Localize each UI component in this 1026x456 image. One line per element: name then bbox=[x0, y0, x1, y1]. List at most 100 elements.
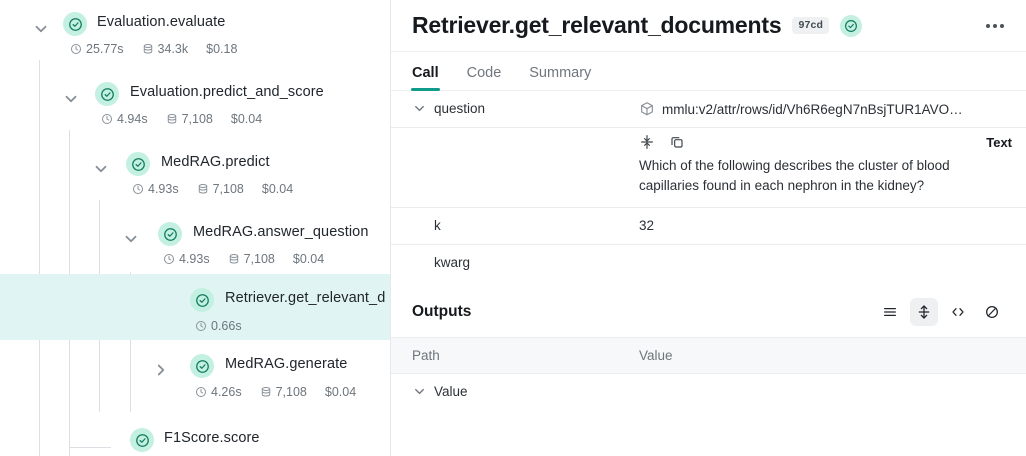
tree-item-medrag-predict[interactable]: MedRAG.predict 4.93s 7,108 bbox=[0, 140, 391, 206]
column-header-value: Value bbox=[639, 348, 673, 364]
tree-item-meta: 4.93s 7,108 $0.04 bbox=[132, 182, 293, 196]
outputs-header: Outputs bbox=[391, 281, 1026, 337]
value-format-label[interactable]: Text bbox=[986, 134, 1012, 150]
tree-item-label: Retriever.get_relevant_d bbox=[225, 290, 386, 306]
cost-meta: $0.18 bbox=[206, 42, 237, 56]
input-key-label: question bbox=[434, 101, 486, 116]
tab-summary[interactable]: Summary bbox=[529, 65, 592, 81]
panel-divider bbox=[390, 0, 391, 456]
code-view-icon[interactable] bbox=[944, 298, 972, 326]
tokens-meta: 7,108 bbox=[260, 385, 307, 399]
input-value-text: 32 bbox=[639, 218, 655, 234]
table-row[interactable]: k 32 bbox=[391, 208, 1026, 246]
ref-value[interactable]: mmlu:v2/attr/rows/id/Vh6R6egN7nBsjTUR1AV… bbox=[662, 101, 963, 117]
detail-header: Retriever.get_relevant_documents 97cd bbox=[391, 0, 1026, 52]
input-key-k: k bbox=[391, 208, 639, 243]
tree-guide-elbow bbox=[69, 447, 111, 448]
status-badge[interactable]: 97cd bbox=[792, 17, 830, 34]
status-success-icon bbox=[130, 428, 154, 452]
value-toolbar: Text bbox=[639, 128, 1026, 156]
duration-value: 25.77s bbox=[86, 42, 124, 56]
call-tree-panel: Evaluation.evaluate 25.77s 34.3k bbox=[0, 0, 391, 456]
table-row[interactable]: kwarg bbox=[391, 245, 1026, 281]
tree-guide-line bbox=[130, 272, 131, 412]
duration-value: 4.26s bbox=[211, 385, 242, 399]
duration-meta: 4.26s bbox=[195, 385, 242, 399]
duration-value: 4.93s bbox=[179, 252, 210, 266]
duration-value: 4.93s bbox=[148, 182, 179, 196]
tree-item-meta: 4.94s 7,108 $0.04 bbox=[101, 112, 262, 126]
table-row[interactable]: Value bbox=[391, 374, 1026, 408]
input-value-kwarg bbox=[639, 245, 1026, 265]
outputs-cell-path: Value bbox=[391, 384, 639, 399]
tree-item-medrag-generate[interactable]: MedRAG.generate 4.26s 7,108 bbox=[0, 351, 391, 417]
tab-call[interactable]: Call bbox=[411, 65, 440, 91]
tree-item-meta: 4.93s 7,108 $0.04 bbox=[163, 252, 324, 266]
status-success-icon bbox=[126, 152, 150, 176]
table-row-expanded-value: Text Which of the following describes th… bbox=[391, 128, 1026, 209]
status-success-icon bbox=[158, 222, 182, 246]
hide-icon[interactable] bbox=[978, 298, 1006, 326]
duration-meta: 25.77s bbox=[70, 42, 124, 56]
detail-tabs: Call Code Summary bbox=[391, 52, 1026, 91]
cost-meta: $0.04 bbox=[231, 112, 262, 126]
chevron-down-icon[interactable] bbox=[122, 230, 140, 248]
chevron-down-icon[interactable] bbox=[32, 20, 50, 38]
chevron-down-icon[interactable] bbox=[62, 90, 80, 108]
tree-guide-line bbox=[39, 60, 40, 456]
tree-item-f1score-score[interactable]: F1Score.score bbox=[0, 427, 391, 456]
input-key-kwarg: kwarg bbox=[391, 245, 639, 280]
column-header-path: Path bbox=[412, 348, 440, 364]
expanded-value-column: Text Which of the following describes th… bbox=[639, 128, 1026, 207]
input-key-label: k bbox=[434, 218, 441, 234]
tokens-value: 7,108 bbox=[212, 182, 244, 196]
chevron-right-icon[interactable] bbox=[152, 361, 170, 379]
tree-item-label: MedRAG.answer_question bbox=[193, 224, 369, 240]
tokens-meta: 7,108 bbox=[228, 252, 275, 266]
chevron-down-icon[interactable] bbox=[412, 101, 427, 116]
tab-code[interactable]: Code bbox=[466, 65, 502, 81]
tokens-meta: 7,108 bbox=[197, 182, 244, 196]
cost-meta: $0.04 bbox=[325, 385, 356, 399]
chevron-down-icon[interactable] bbox=[412, 384, 427, 399]
tree-item-label: MedRAG.predict bbox=[161, 154, 270, 170]
cost-value: $0.04 bbox=[292, 252, 325, 266]
status-success-icon bbox=[63, 12, 87, 36]
input-key-blank bbox=[391, 128, 639, 163]
expand-rows-icon[interactable] bbox=[910, 298, 938, 327]
tree-item-evaluation-evaluate[interactable]: Evaluation.evaluate 25.77s 34.3k bbox=[0, 0, 391, 66]
question-text: Which of the following describes the clu… bbox=[639, 158, 950, 193]
tokens-value: 34.3k bbox=[157, 42, 189, 56]
tree-item-label: MedRAG.generate bbox=[225, 356, 348, 372]
outputs-actions bbox=[876, 298, 1006, 327]
table-row[interactable]: question mmlu:v2/attr/rows/id/Vh6R6egN7n… bbox=[391, 91, 1026, 128]
status-success-icon bbox=[190, 288, 214, 312]
tokens-value: 7,108 bbox=[243, 252, 275, 266]
tree-item-label: F1Score.score bbox=[164, 430, 260, 446]
duration-meta: 0.66s bbox=[195, 319, 242, 333]
copy-icon[interactable] bbox=[669, 134, 685, 150]
list-view-icon[interactable] bbox=[876, 298, 904, 326]
tokens-value: 7,108 bbox=[275, 385, 307, 399]
tree-item-label: Evaluation.predict_and_score bbox=[130, 84, 324, 100]
status-success-icon bbox=[95, 82, 119, 106]
outputs-header-row: Path Value bbox=[391, 338, 1026, 375]
tree-item-meta: 0.66s bbox=[195, 319, 242, 333]
cost-value: $0.04 bbox=[324, 385, 357, 399]
tree-item-medrag-answer-question[interactable]: MedRAG.answer_question 4.93s 7,108 bbox=[0, 210, 391, 276]
collapse-vertical-icon[interactable] bbox=[639, 134, 655, 150]
tree-item-label: Evaluation.evaluate bbox=[97, 14, 226, 30]
duration-meta: 4.94s bbox=[101, 112, 148, 126]
duration-value: 4.94s bbox=[117, 112, 148, 126]
duration-meta: 4.93s bbox=[132, 182, 179, 196]
tokens-meta: 7,108 bbox=[166, 112, 213, 126]
duration-meta: 4.93s bbox=[163, 252, 210, 266]
cost-value: $0.04 bbox=[261, 182, 294, 196]
tree-item-meta: 4.26s 7,108 $0.04 bbox=[195, 385, 356, 399]
call-detail-panel: Retriever.get_relevant_documents 97cd Ca… bbox=[391, 0, 1026, 456]
tree-item-retriever-get-relevant-documents[interactable]: Retriever.get_relevant_d 0.66s bbox=[0, 274, 391, 340]
ellipsis-icon[interactable] bbox=[984, 18, 1006, 34]
tree-item-evaluation-predict-and-score[interactable]: Evaluation.predict_and_score 4.94s 7,108 bbox=[0, 70, 391, 136]
chevron-down-icon[interactable] bbox=[92, 160, 110, 178]
